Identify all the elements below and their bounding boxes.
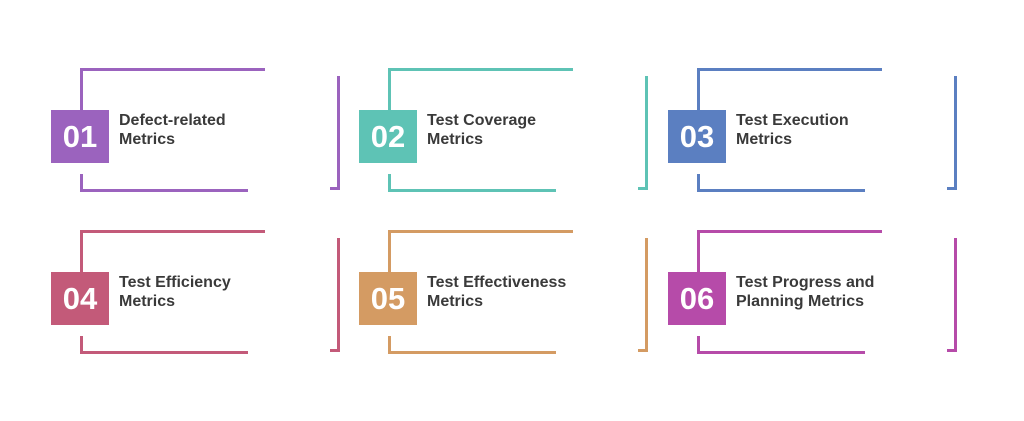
metric-label-line-2: Metrics [736, 131, 793, 148]
frame-left-top [80, 68, 83, 110]
number-badge: 06 [668, 272, 726, 325]
frame-left-top [388, 68, 391, 110]
frame-top [80, 230, 265, 233]
metric-label-line-1: Test Coverage [427, 112, 537, 129]
metric-label-line-2: Metrics [119, 293, 176, 310]
frame-top [697, 68, 882, 71]
frame-left-bottom [80, 174, 83, 192]
frame-bottom [388, 189, 556, 192]
number-badge: 05 [359, 272, 417, 325]
frame-left-bottom [388, 336, 391, 354]
frame-bottom [697, 351, 865, 354]
metric-label-line-1: Test Execution [736, 112, 849, 129]
number-badge: 04 [51, 272, 109, 325]
frame-bottom [388, 351, 556, 354]
frame-bottom [697, 189, 865, 192]
metric-label: Test Progress and Planning Metrics [736, 273, 906, 311]
frame-left-bottom [388, 174, 391, 192]
metric-card-03: 03 Test Execution Metrics [668, 68, 957, 192]
frame-bottom [80, 351, 248, 354]
frame-right [330, 76, 340, 190]
metric-label-line-2: Metrics [427, 293, 484, 310]
frame-left-top [697, 230, 700, 272]
frame-right [638, 238, 648, 352]
frame-left-top [697, 68, 700, 110]
number-badge: 01 [51, 110, 109, 163]
metric-card-05: 05 Test Effectiveness Metrics [359, 230, 648, 354]
frame-top [388, 68, 573, 71]
frame-top [80, 68, 265, 71]
number-badge: 02 [359, 110, 417, 163]
frame-left-bottom [697, 174, 700, 192]
frame-bottom [80, 189, 248, 192]
frame-left-top [388, 230, 391, 272]
frame-left-bottom [697, 336, 700, 354]
metric-card-04: 04 Test Efficiency Metrics [51, 230, 340, 354]
metric-label-line-1: Test Progress and [736, 274, 875, 291]
metric-label: Test Execution Metrics [736, 111, 906, 149]
metric-label-line-1: Test Effectiveness [427, 274, 567, 291]
metric-label-line-1: Defect-related [119, 112, 226, 129]
frame-left-bottom [80, 336, 83, 354]
metric-card-01: 01 Defect-related Metrics [51, 68, 340, 192]
metric-card-02: 02 Test Coverage Metrics [359, 68, 648, 192]
metric-label-line-2: Metrics [427, 131, 484, 148]
metric-card-06: 06 Test Progress and Planning Metrics [668, 230, 957, 354]
frame-left-top [80, 230, 83, 272]
frame-right [947, 76, 957, 190]
frame-top [388, 230, 573, 233]
frame-right [638, 76, 648, 190]
number-badge: 03 [668, 110, 726, 163]
metric-label: Test Efficiency Metrics [119, 273, 289, 311]
frame-top [697, 230, 882, 233]
metric-label: Test Coverage Metrics [427, 111, 597, 149]
metric-label: Test Effectiveness Metrics [427, 273, 597, 311]
metric-label: Defect-related Metrics [119, 111, 289, 149]
frame-right [947, 238, 957, 352]
metric-label-line-2: Metrics [119, 131, 176, 148]
frame-right [330, 238, 340, 352]
metric-label-line-1: Test Efficiency [119, 274, 231, 291]
metric-label-line-2: Planning Metrics [736, 293, 865, 310]
